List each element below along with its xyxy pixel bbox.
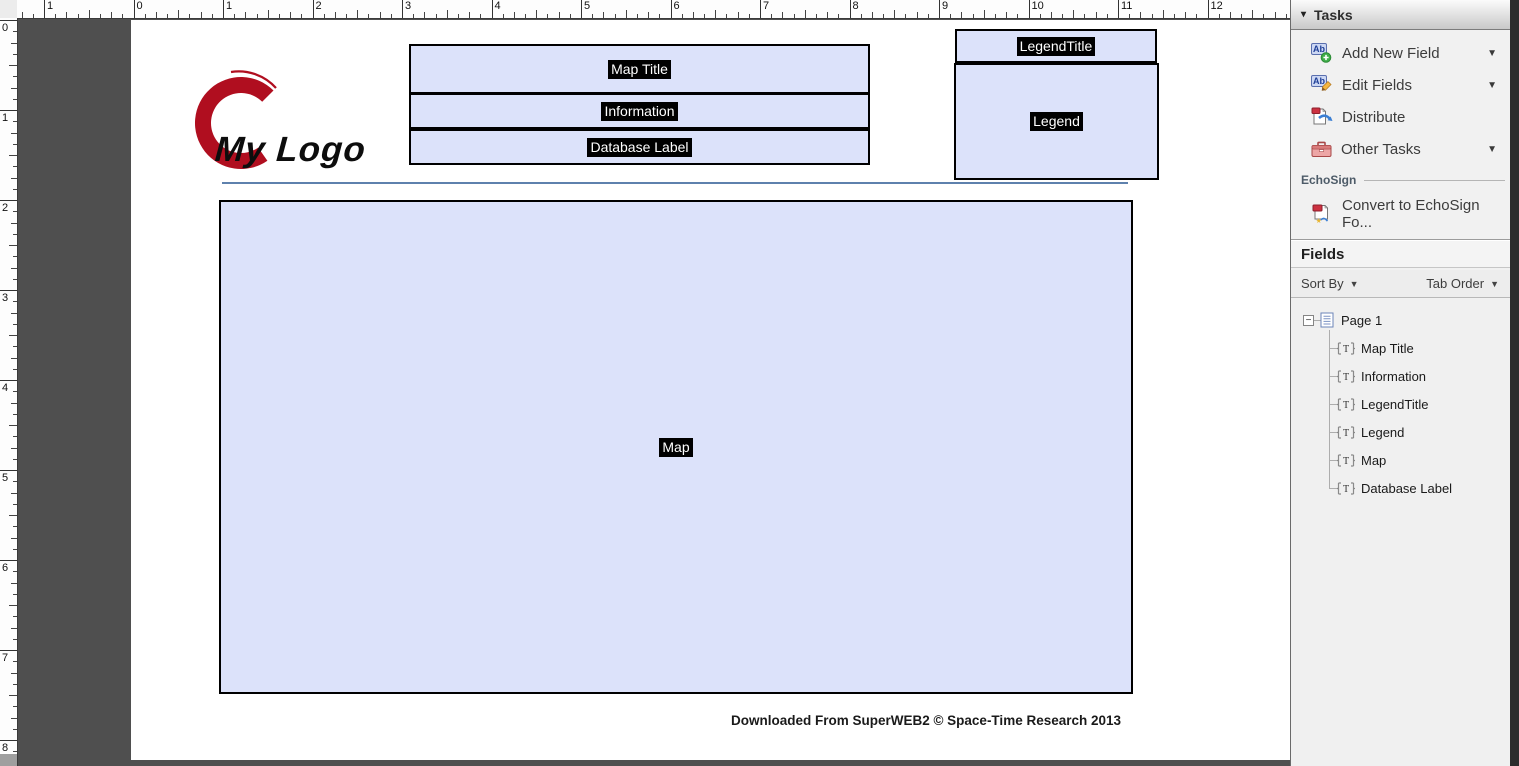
tree-item-information[interactable]: T Information — [1291, 362, 1519, 390]
distribute-label: Distribute — [1342, 108, 1406, 126]
dropdown-arrow-icon[interactable]: ▼ — [1487, 143, 1497, 155]
edit-fields-label: Edit Fields — [1342, 76, 1413, 94]
tree-item-label: LegendTitle — [1361, 396, 1429, 412]
tab-order-label: Tab Order — [1426, 276, 1485, 291]
map-title-field[interactable]: Map Title — [409, 44, 870, 94]
tree-connector — [1329, 488, 1337, 489]
text-field-icon: T — [1337, 425, 1355, 439]
fields-tree: − Page 1 T Map Title — [1291, 299, 1511, 766]
tree-item-label: Information — [1361, 368, 1427, 384]
sort-by-caret-icon[interactable]: ▼ — [1349, 278, 1359, 289]
edit-fields-icon: Ab — [1311, 75, 1333, 95]
distribute-button[interactable]: Distribute — [1291, 101, 1511, 133]
text-field-icon: T — [1337, 397, 1355, 411]
right-panel: ▾ Tasks Ab Add New Field ▼ Ab — [1290, 0, 1511, 766]
footer-credit-text: Downloaded From SuperWEB2 © Space-Time R… — [730, 713, 1122, 728]
text-field-icon: T — [1337, 369, 1355, 383]
page-icon — [1320, 312, 1335, 328]
legend-field[interactable]: Legend — [954, 63, 1159, 180]
text-field-icon: T — [1337, 341, 1355, 355]
database-label-field-label: Database Label — [587, 137, 692, 157]
echosign-section-title: EchoSign — [1301, 173, 1357, 187]
dropdown-arrow-icon[interactable]: ▼ — [1487, 47, 1497, 59]
tree-item-legend[interactable]: T Legend — [1291, 418, 1519, 446]
tree-item-page-1[interactable]: Page 1 — [1291, 306, 1519, 334]
edit-fields-button[interactable]: Ab Edit Fields ▼ — [1291, 69, 1511, 101]
svg-text:★: ★ — [1316, 217, 1322, 224]
convert-to-echosign-button[interactable]: ★ Convert to EchoSign Fo... — [1291, 197, 1511, 231]
logo-text: My Logo — [213, 130, 368, 169]
echosign-rule — [1364, 179, 1505, 181]
tab-order-dropdown[interactable]: Tab Order ▼ — [1426, 276, 1499, 291]
other-tasks-icon — [1311, 140, 1332, 158]
echosign-section-header: EchoSign — [1291, 172, 1511, 188]
map-field-label: Map — [659, 437, 693, 457]
svg-text:T: T — [1343, 428, 1349, 439]
svg-text:Ab: Ab — [1313, 76, 1325, 86]
convert-to-echosign-label: Convert to EchoSign Fo... — [1342, 197, 1480, 231]
add-new-field-button[interactable]: Ab Add New Field ▼ — [1291, 37, 1511, 69]
add-new-field-label: Add New Field — [1342, 44, 1440, 62]
fields-panel-header: Fields — [1291, 240, 1511, 268]
svg-text:T: T — [1343, 400, 1349, 411]
tree-connector — [1329, 432, 1337, 433]
window-right-edge — [1510, 0, 1519, 766]
tree-expander-minus[interactable]: − — [1303, 315, 1314, 326]
tab-order-caret-icon: ▼ — [1490, 278, 1499, 289]
ruler-corner — [0, 0, 18, 19]
legend-field-label: Legend — [1030, 112, 1083, 131]
svg-text:Ab: Ab — [1313, 44, 1325, 54]
svg-text:T: T — [1343, 484, 1349, 495]
convert-to-echosign-icon: ★ — [1311, 204, 1333, 224]
tree-item-map-title[interactable]: T Map Title — [1291, 334, 1519, 362]
tree-item-label: Map Title — [1361, 340, 1414, 356]
section-divider — [1291, 239, 1511, 240]
collapse-caret-icon: ▾ — [1301, 9, 1307, 20]
svg-text:T: T — [1343, 344, 1349, 355]
tree-item-map[interactable]: T Map — [1291, 446, 1519, 474]
tree-connector — [1329, 376, 1337, 377]
logo-swirl-icon — [194, 70, 277, 170]
ruler-vertical-end — [0, 754, 17, 766]
tree-item-label: Page 1 — [1341, 312, 1383, 328]
tasks-panel-header[interactable]: ▾ Tasks — [1291, 0, 1511, 30]
text-field-icon: T — [1337, 481, 1355, 495]
map-field[interactable]: Map — [219, 200, 1133, 694]
dropdown-arrow-icon[interactable]: ▼ — [1487, 79, 1497, 91]
information-field[interactable]: Information — [409, 93, 870, 129]
tree-connector — [1314, 320, 1321, 321]
header-divider-line — [222, 182, 1128, 184]
tree-connector — [1329, 460, 1337, 461]
fields-sort-bar: Sort By ▼ Tab Order ▼ — [1291, 270, 1511, 298]
other-tasks-label: Other Tasks — [1341, 140, 1421, 158]
svg-text:T: T — [1343, 456, 1349, 467]
tree-connector — [1329, 330, 1330, 489]
add-new-field-icon: Ab — [1311, 43, 1333, 63]
tasks-panel-title: Tasks — [1314, 6, 1353, 23]
fields-panel-title: Fields — [1301, 245, 1345, 263]
legend-title-field[interactable]: LegendTitle — [955, 29, 1157, 63]
text-field-icon: T — [1337, 453, 1355, 467]
tree-item-label: Legend — [1361, 424, 1405, 440]
tree-item-label: Database Label — [1361, 480, 1453, 496]
svg-text:T: T — [1343, 372, 1349, 383]
map-title-field-label: Map Title — [608, 59, 671, 79]
distribute-icon — [1311, 107, 1333, 127]
legend-title-field-label: LegendTitle — [1016, 36, 1096, 56]
database-label-field[interactable]: Database Label — [409, 129, 870, 165]
tree-item-label: Map — [1361, 452, 1387, 468]
document-page: My Logo Map Title Information Database L… — [131, 20, 1290, 760]
sort-by-dropdown[interactable]: Sort By — [1301, 276, 1344, 291]
tree-connector — [1329, 348, 1337, 349]
tree-item-database-label[interactable]: T Database Label — [1291, 474, 1519, 502]
other-tasks-button[interactable]: Other Tasks ▼ — [1291, 133, 1511, 165]
tree-connector — [1329, 404, 1337, 405]
sort-by-label: Sort By — [1301, 276, 1344, 291]
tree-item-legendtitle[interactable]: T LegendTitle — [1291, 390, 1519, 418]
information-field-label: Information — [601, 101, 678, 121]
